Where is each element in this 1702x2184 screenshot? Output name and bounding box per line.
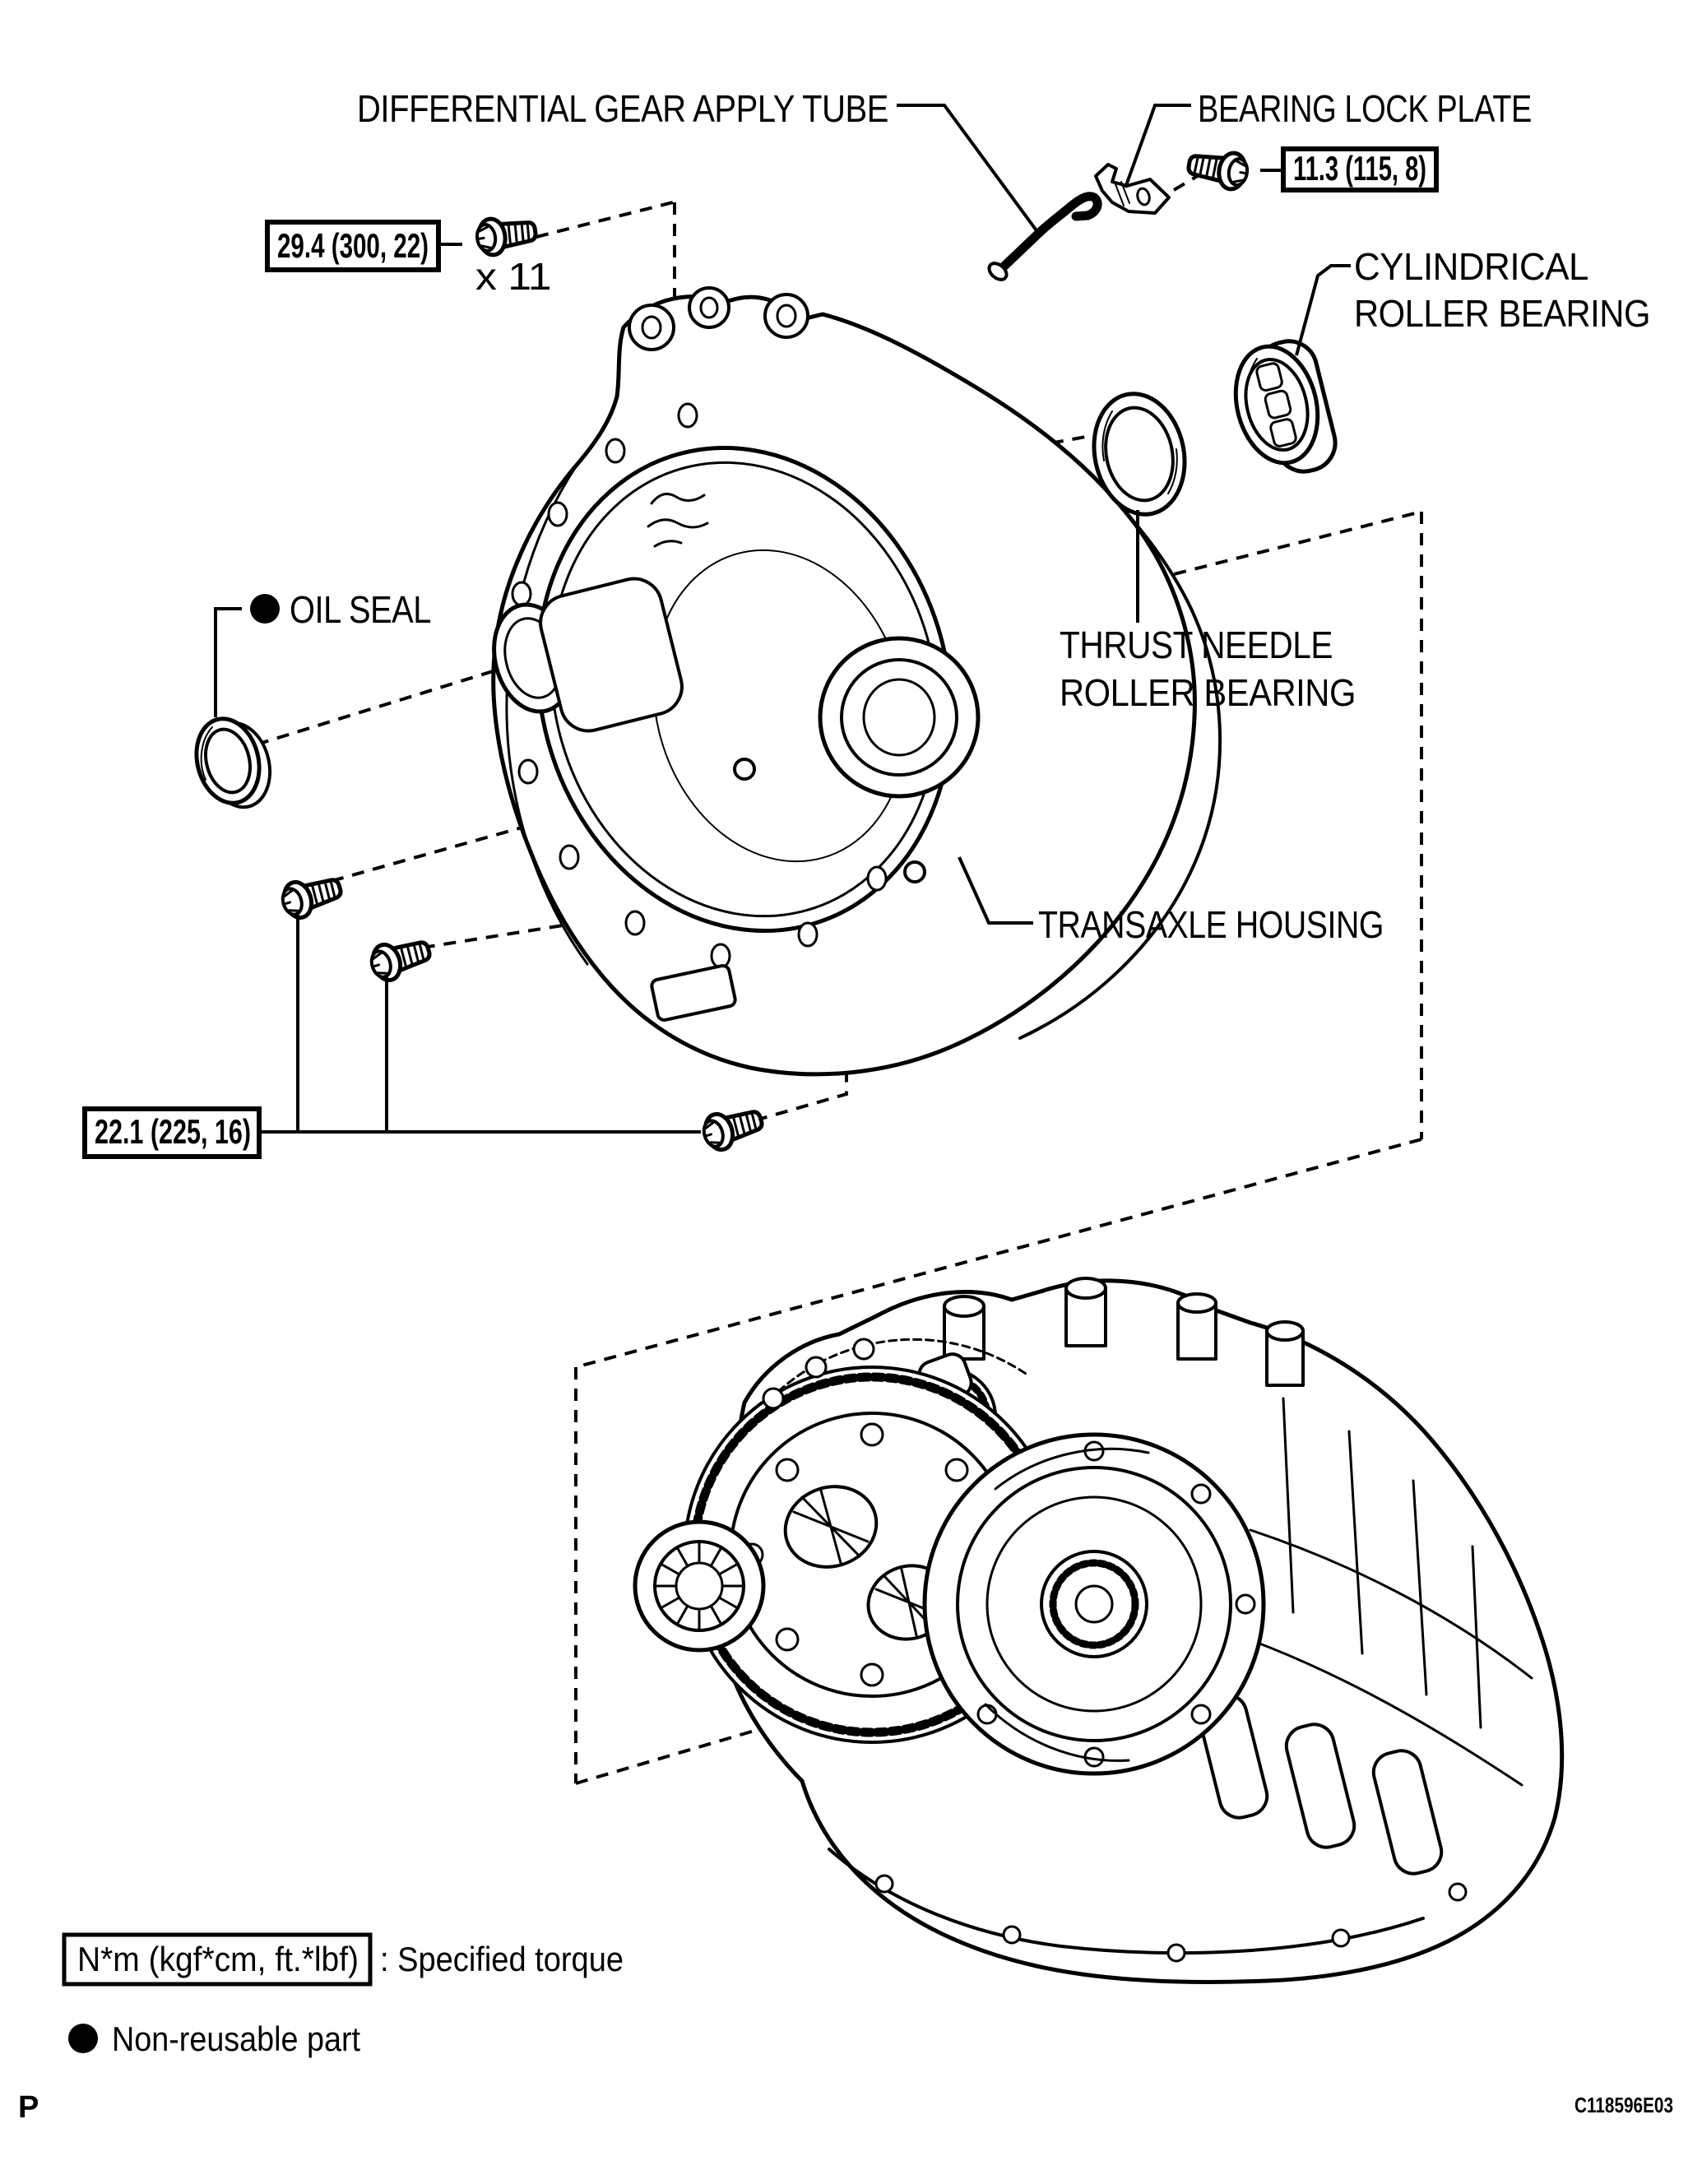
output-shaft-stub <box>633 1519 766 1653</box>
non-reusable-dot-oil-seal <box>250 594 280 624</box>
figure-code: C118596E03 <box>1574 2093 1673 2117</box>
label-cylindrical-roller-bearing-line2: ROLLER BEARING <box>1354 292 1650 335</box>
case-top-bosses <box>943 1277 1305 1387</box>
torque-value-22-1: 22.1 (225, 16) <box>95 1112 251 1151</box>
label-bearing-lock-plate: BEARING LOCK PLATE <box>1198 87 1532 130</box>
legend-non-reusable: Non-reusable part <box>68 2019 360 2058</box>
assembled-transaxle-drawing <box>633 1277 1565 1984</box>
leader-lines <box>214 104 1351 1134</box>
oil-seal-part <box>194 716 272 809</box>
dash-bolt11-to-plate <box>1172 173 1202 192</box>
torque-value-11-3: 11.3 (115, 8) <box>1293 149 1426 188</box>
dash-plane-top <box>945 510 1422 633</box>
dash-bolt29-to-housing <box>536 201 674 239</box>
bolt-29-4 <box>475 213 538 257</box>
label-oil-seal: OIL SEAL <box>290 588 431 631</box>
differential-gear-apply-tube <box>987 192 1102 281</box>
housing-square-cutout <box>539 577 684 733</box>
page-marker: P <box>18 2090 39 2125</box>
label-transaxle-housing: TRANSAXLE HOUSING <box>1038 903 1384 946</box>
dash-plane-middle <box>575 1138 1422 1369</box>
dash-bolt3-to-boss <box>754 1018 848 1122</box>
legend-non-reusable-text: Non-reusable part <box>112 2019 360 2058</box>
transaxle-housing-drawing <box>491 286 1222 1077</box>
cylindrical-roller-bearing-part <box>1233 339 1338 474</box>
label-thrust-needle-line1: THRUST NEEDLE <box>1060 624 1333 666</box>
non-reusable-dot-legend <box>68 2024 98 2053</box>
label-thrust-needle-line2: ROLLER BEARING <box>1060 671 1356 714</box>
solenoid-cylinders <box>1197 1693 1444 1876</box>
torque-value-29-4: 29.4 (300, 22) <box>277 226 429 265</box>
housing-flange-holes <box>511 402 888 969</box>
bolt-count-x11: x 11 <box>475 255 551 298</box>
housing-bolt-hole-1 <box>733 758 756 781</box>
dash-oilseal-to-bore <box>256 666 504 746</box>
thrust-needle-roller-bearing-part <box>1092 392 1187 517</box>
bolt-11-3 <box>1186 146 1250 192</box>
legend-torque-unit: N*m (kgf*cm, ft.*lbf) : Specified torque <box>62 1932 624 1987</box>
housing-top-tabs <box>628 286 809 351</box>
clutch-drum <box>922 1432 1266 1776</box>
label-differential-gear-apply-tube: DIFFERENTIAL GEAR APPLY TUBE <box>357 87 888 130</box>
legend-torque-unit-desc: : Specified torque <box>380 1940 624 1978</box>
label-cylindrical-roller-bearing-line1: CYLINDRICAL <box>1354 245 1588 288</box>
bolt-22-1-c <box>699 1101 766 1153</box>
torque-box-11-3: 11.3 (115, 8) <box>1281 146 1439 192</box>
bolt-22-1-a <box>278 869 345 921</box>
housing-diff-bore <box>818 636 981 799</box>
housing-bolt-hole-2 <box>903 860 926 883</box>
torque-box-29-4: 29.4 (300, 22) <box>265 220 441 272</box>
torque-box-22-1: 22.1 (225, 16) <box>82 1106 262 1159</box>
legend-torque-unit-text: N*m (kgf*cm, ft.*lbf) <box>77 1940 359 1978</box>
bearing-lock-plate <box>1094 163 1171 215</box>
bolt-22-1-b <box>367 932 434 984</box>
